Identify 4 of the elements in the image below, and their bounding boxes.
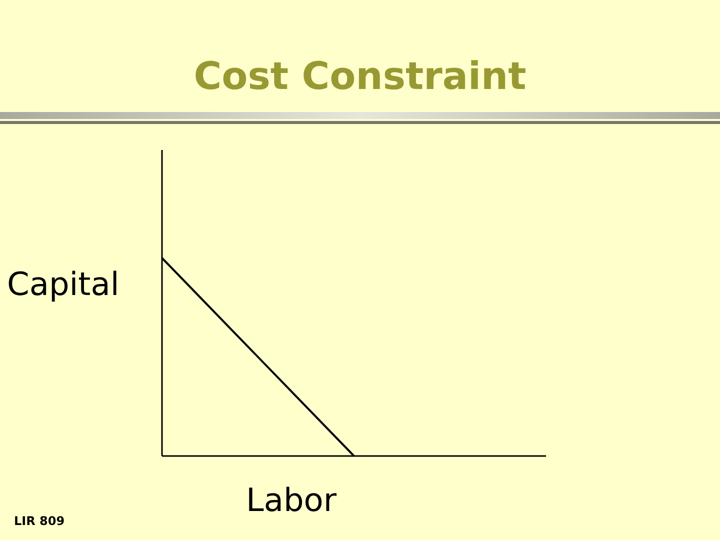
axis-label: Capital	[7, 268, 120, 300]
slide-title: Cost Constraint	[192, 57, 528, 95]
axis-label: Labor	[246, 484, 336, 516]
footer-text: LIR 809	[14, 515, 65, 527]
